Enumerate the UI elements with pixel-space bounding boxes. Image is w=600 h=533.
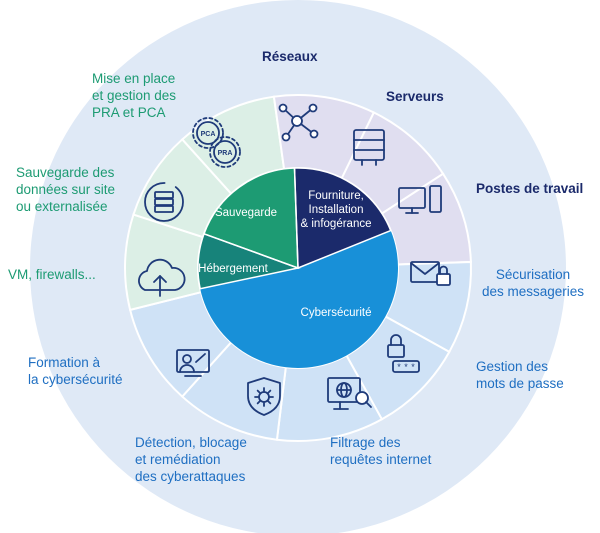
label-detection-cyberattaques: Détection, blocage et remédiation des cy… bbox=[135, 435, 247, 484]
core-label-sauvegarde: Sauvegarde bbox=[215, 207, 277, 219]
core-hebergement bbox=[198, 233, 298, 289]
mail-lock-icon bbox=[410, 261, 451, 286]
pca-pra-gears-icon: PCA PRA bbox=[192, 117, 241, 168]
core-label-hebergement: Hébergement bbox=[198, 263, 268, 275]
web-filter-icon bbox=[327, 377, 372, 410]
label-sauvegarde-donnees: Sauvegarde des données sur site ou exter… bbox=[16, 165, 116, 214]
server-rack-icon bbox=[353, 129, 385, 166]
pra-badge: PRA bbox=[218, 150, 233, 157]
core-divider-fourniture bbox=[293, 167, 392, 270]
label-filtrage-requetes: Filtrage des requêtes internet bbox=[330, 435, 432, 467]
pca-badge: PCA bbox=[201, 131, 216, 138]
core-label-fourniture: Fourniture,Installation& infogérance bbox=[301, 190, 372, 230]
core-label-cybersecurite: Cybersécurité bbox=[301, 307, 372, 319]
cloud-upload-icon bbox=[138, 258, 186, 297]
desktop-computer-icon bbox=[398, 185, 442, 214]
label-vm-firewalls: VM, firewalls... bbox=[8, 267, 96, 282]
core-sauvegarde bbox=[204, 168, 298, 268]
core-fourniture bbox=[294, 167, 391, 268]
shield-virus-icon bbox=[247, 377, 281, 416]
core-divider-sauvegarde bbox=[203, 167, 299, 270]
presentation-board-icon bbox=[176, 349, 210, 377]
label-gestion-mots-de-passe: Gestion des mots de passe bbox=[476, 359, 564, 391]
label-pra-pca: Mise en place et gestion des PRA et PCA bbox=[92, 71, 177, 120]
password-star: * bbox=[411, 362, 415, 372]
core-cybersecurite bbox=[200, 230, 398, 369]
label-serveurs: Serveurs bbox=[386, 89, 444, 104]
password-star: * bbox=[404, 362, 408, 372]
network-nodes-icon bbox=[278, 103, 319, 142]
label-reseaux: Réseaux bbox=[262, 49, 318, 64]
label-formation-cybersecurite: Formation à la cybersécurité bbox=[28, 355, 123, 387]
password-star: * bbox=[397, 362, 401, 372]
label-postes-de-travail: Postes de travail bbox=[476, 181, 584, 196]
database-sync-icon bbox=[144, 182, 184, 222]
password-lock-icon: *** bbox=[387, 334, 420, 373]
label-securisation-messageries: Sécurisation des messageries bbox=[482, 267, 585, 299]
